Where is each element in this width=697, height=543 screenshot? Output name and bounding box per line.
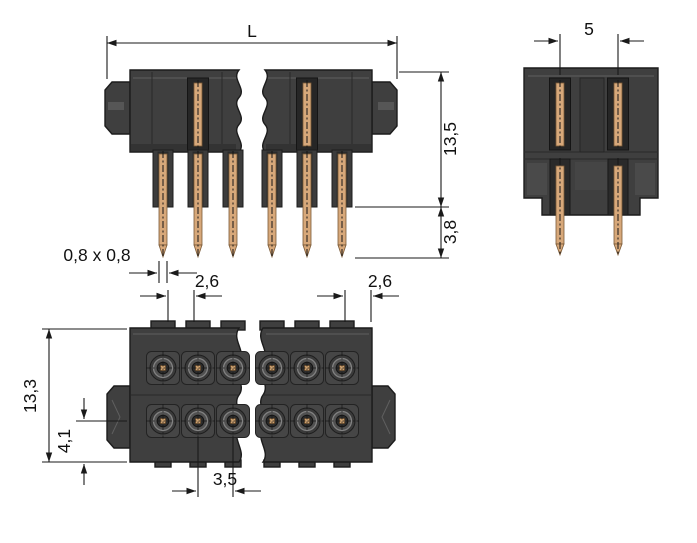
dim-label-5: 5 (584, 19, 594, 39)
dim-label-13-3: 13,3 (20, 379, 40, 413)
upper-row-pin-side (607, 77, 629, 151)
pin-hole (324, 350, 360, 386)
housing-left-ribs (151, 72, 223, 149)
pin-hole (324, 403, 360, 439)
solder-pin (261, 149, 283, 259)
dim-label-3-5: 3,5 (213, 469, 237, 489)
right-wing-chevron (381, 399, 391, 435)
dim-label-0-8: 0,8 x 0,8 (63, 245, 130, 265)
solder-pin (331, 149, 353, 259)
pin-hole (289, 350, 325, 386)
left-wing-chevron (111, 399, 121, 435)
solder-pin-side (613, 157, 623, 257)
upper-row-pin (187, 77, 209, 151)
upper-row-pin (296, 77, 318, 151)
dim-label-4-1: 4,1 (54, 429, 74, 453)
pin-hole (289, 403, 325, 439)
bottom-view (106, 320, 396, 468)
housing-right-base (266, 144, 371, 151)
pin-hole (180, 350, 216, 386)
dim-label-2-6-left: 2,6 (195, 271, 219, 291)
dim-pin-pitch: 3,5 (172, 438, 261, 497)
side-cut-face-right (635, 163, 655, 195)
right-wing-slot (378, 102, 394, 110)
dim-label-2-6-right: 2,6 (368, 271, 392, 291)
solder-pin (222, 149, 244, 259)
housing-right-ribs (289, 72, 353, 149)
dim-offset-right: 2,6 (317, 271, 399, 322)
solder-pin (187, 149, 209, 259)
dim-offset-left: 2,6 (140, 271, 222, 322)
pin-hole (215, 403, 251, 439)
housing-segment-left (129, 69, 242, 153)
pin-hole (254, 403, 290, 439)
side-cut-face-center (575, 162, 607, 190)
dim-pin-row-spacing: 5 (534, 19, 644, 75)
dim-overall-height-bottom: 13,3 (20, 328, 127, 463)
upper-row-pin-side (549, 77, 571, 151)
dim-label-L: L (247, 21, 257, 41)
pin-hole (180, 403, 216, 439)
solder-pin-side (555, 157, 565, 257)
dim-overall-length: L (106, 21, 398, 79)
left-wing-slot (108, 102, 124, 110)
pin-hole (215, 350, 251, 386)
dim-label-13-5: 13,5 (440, 122, 460, 156)
dim-row-to-edge: 4,1 (54, 398, 127, 485)
right-latch-wing-bottom (371, 385, 396, 449)
side-cut-face-left (527, 163, 547, 195)
dim-housing-height: 13,5 3,8 (355, 71, 460, 259)
housing-left-base (131, 144, 236, 151)
side-center-divider (579, 77, 605, 153)
dim-label-3-8: 3,8 (440, 220, 460, 244)
dim-pin-cross-section: 0,8 x 0,8 (63, 245, 197, 283)
pin-hole (254, 350, 290, 386)
pin-hole (145, 403, 181, 439)
solder-pin (296, 149, 318, 259)
pin-hole (145, 350, 181, 386)
solder-pin (152, 149, 174, 259)
side-view (523, 67, 659, 257)
front-view (104, 69, 398, 259)
left-latch-wing-bottom (106, 385, 131, 449)
